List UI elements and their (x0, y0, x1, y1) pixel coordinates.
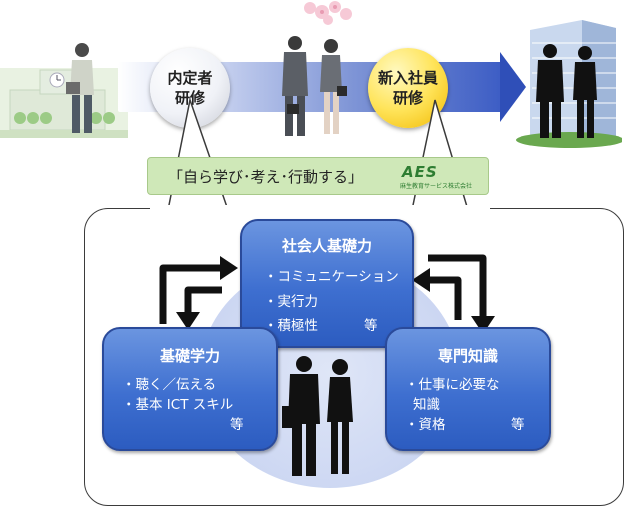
aes-logo: AES (402, 163, 438, 181)
box-social-skills-item: ・積極性 (264, 318, 318, 334)
box-expertise-etc: 等 (511, 417, 525, 433)
business-people-icon (536, 44, 597, 138)
box-expertise-item: 知識 (413, 397, 440, 413)
aes-company-name: 麻生教育サービス株式会社 (400, 183, 473, 190)
box-social-skills-etc: 等 (364, 318, 378, 334)
new-hires-icon (282, 36, 347, 136)
box-expertise-item: ・資格 (405, 417, 446, 433)
box-basic-skills-item: ・聴く／伝える (122, 377, 217, 393)
box-basic-skills-etc: 等 (230, 417, 244, 433)
professionals-icon (282, 356, 353, 476)
box-expertise: 専門知識 ・仕事に必要な 知識 ・資格 等 (385, 327, 551, 451)
box-social-skills: 社会人基礎力 ・コミュニケーション ・実行力 ・積極性 等 (240, 219, 414, 348)
box-basic-skills: 基礎学力 ・聴く／伝える ・基本 ICT スキル 等 (102, 327, 278, 451)
timeline-arrow-head (500, 52, 526, 122)
box-social-skills-title: 社会人基礎力 (281, 237, 372, 255)
box-social-skills-item: ・実行力 (264, 294, 318, 310)
box-basic-skills-title: 基礎学力 (159, 347, 220, 365)
box-basic-skills-item: ・基本 ICT スキル (122, 397, 234, 413)
box-expertise-item: ・仕事に必要な (405, 377, 500, 393)
box-social-skills-item: ・コミュニケーション (264, 269, 399, 285)
student-icon (66, 43, 94, 133)
cherry-blossom-icon (304, 1, 352, 25)
motto-text: 「自ら学び･考え･行動する」 (168, 168, 364, 186)
box-expertise-title: 専門知識 (437, 347, 498, 365)
motto-banner (147, 157, 489, 195)
